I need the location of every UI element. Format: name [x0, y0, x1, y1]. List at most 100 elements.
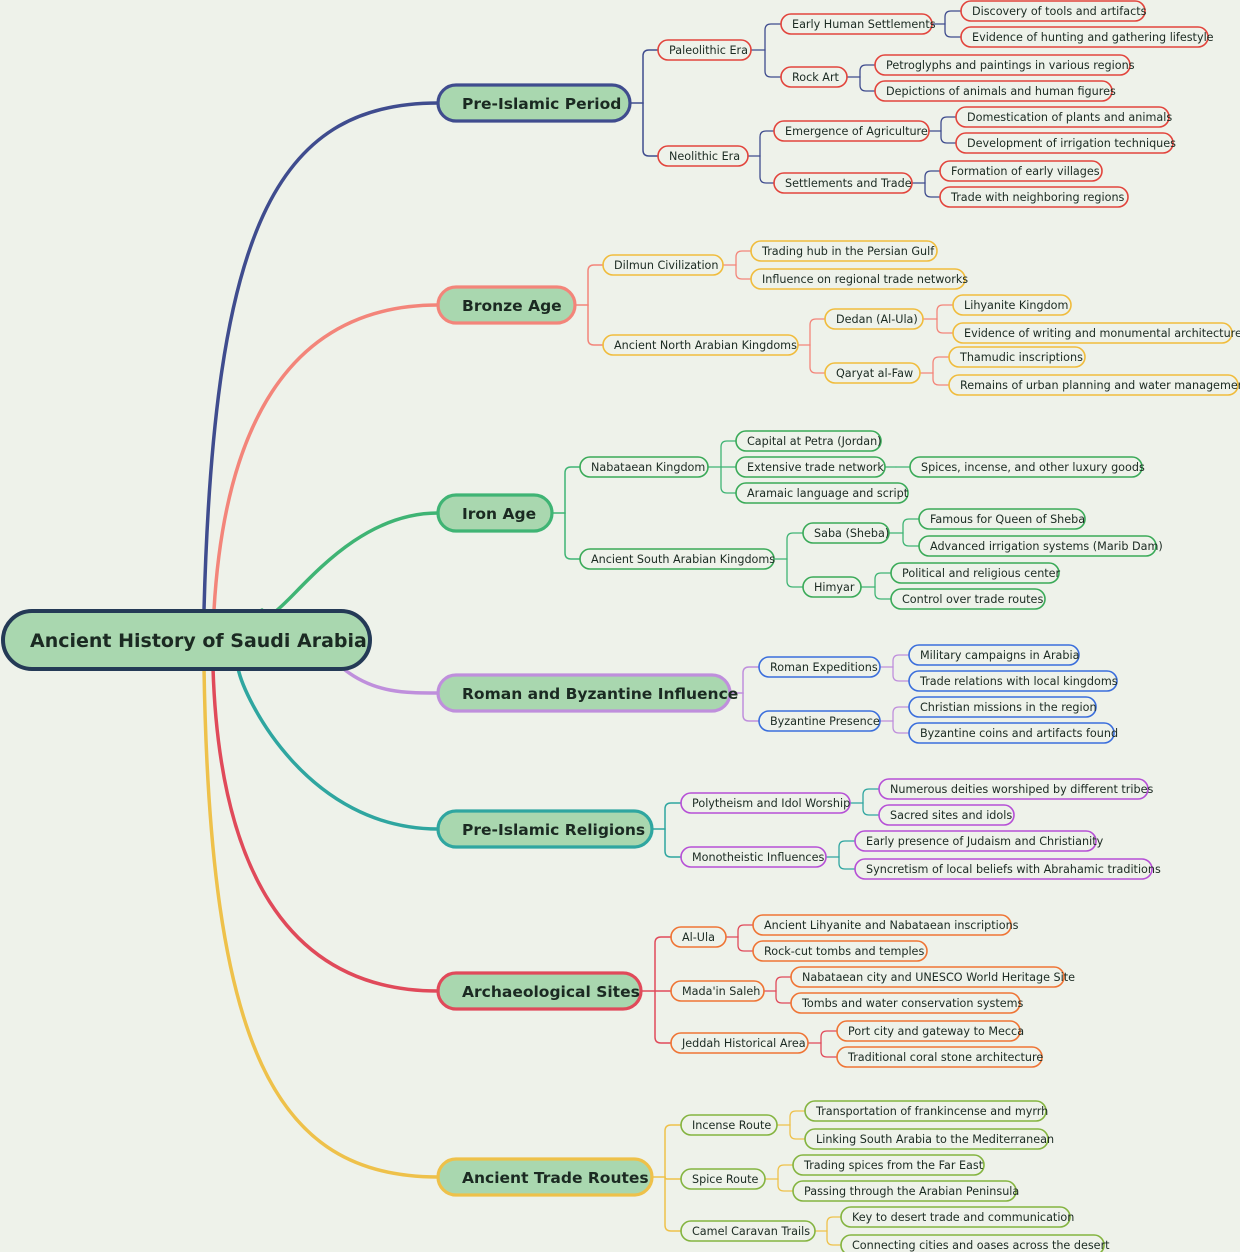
topic-political-and-religious-center[interactable]: Political and religious center: [890, 562, 1061, 584]
topic-lihyanite-kingdom[interactable]: Lihyanite Kingdom: [952, 294, 1072, 316]
topic-ancient-south-arabian-kingdoms-shape: [579, 548, 775, 570]
topic-remains-of-urban-planning-and-water-management[interactable]: Remains of urban planning and water mana…: [948, 374, 1240, 396]
topic-sacred-sites-and-idols-shape: [878, 804, 1015, 826]
topic-trading-hub-in-the-persian-gulf[interactable]: Trading hub in the Persian Gulf: [750, 240, 938, 262]
topic-syncretism-of-local-beliefs-with-abrahamic-traditions[interactable]: Syncretism of local beliefs with Abraham…: [854, 858, 1161, 880]
topic-sacred-sites-and-idols[interactable]: Sacred sites and idols: [878, 804, 1015, 826]
link-pre-islamic-period-1: [642, 102, 659, 157]
topic-evidence-of-writing-and-monumental-architecture[interactable]: Evidence of writing and monumental archi…: [952, 322, 1240, 344]
topic-incense-route[interactable]: Incense Route: [680, 1114, 778, 1136]
topic-dedan-al-ula[interactable]: Dedan (Al-Ula): [824, 308, 924, 330]
branch-iron-age-shape: [436, 493, 554, 533]
topic-early-human-settlements[interactable]: Early Human Settlements: [780, 13, 936, 35]
topic-byzantine-presence[interactable]: Byzantine Presence: [758, 710, 881, 732]
topic-petroglyphs-and-paintings-in-various-regions[interactable]: Petroglyphs and paintings in various reg…: [874, 54, 1135, 76]
topic-capital-at-petra-jordan[interactable]: Capital at Petra (Jordan): [735, 430, 882, 452]
topic-nabataean-city-and-unesco-world-heritage-site[interactable]: Nabataean city and UNESCO World Heritage…: [790, 966, 1075, 988]
topic-famous-for-queen-of-sheba[interactable]: Famous for Queen of Sheba: [918, 508, 1086, 530]
topic-byzantine-coins-and-artifacts-found[interactable]: Byzantine coins and artifacts found: [908, 722, 1118, 744]
branch-pre-islamic-period-shape: [436, 83, 632, 123]
topic-trade-with-neighboring-regions[interactable]: Trade with neighboring regions: [939, 186, 1129, 208]
branch-pre-islamic-religions[interactable]: Pre-Islamic Religions: [436, 809, 654, 849]
topic-ancient-south-arabian-kingdoms[interactable]: Ancient South Arabian Kingdoms: [579, 548, 775, 570]
topic-discovery-of-tools-and-artifacts[interactable]: Discovery of tools and artifacts: [960, 0, 1147, 22]
topic-qaryat-al-faw[interactable]: Qaryat al-Faw: [824, 362, 921, 384]
link-monotheistic-influences-1: [838, 856, 856, 870]
root-topic[interactable]: Ancient History of Saudi Arabia: [1, 609, 372, 671]
topic-rock-art[interactable]: Rock Art: [780, 66, 848, 88]
branch-ancient-trade-routes[interactable]: Ancient Trade Routes: [436, 1157, 654, 1197]
link-byzantine-presence-0: [892, 706, 910, 722]
topic-neolithic-era[interactable]: Neolithic Era: [657, 145, 749, 167]
topic-traditional-coral-stone-architecture[interactable]: Traditional coral stone architecture: [836, 1046, 1043, 1068]
link-settlements-and-trade-1: [924, 182, 941, 198]
topic-christian-missions-in-the-region[interactable]: Christian missions in the region: [908, 696, 1097, 718]
topic-extensive-trade-network[interactable]: Extensive trade network: [735, 456, 886, 478]
topic-port-city-and-gateway-to-mecca-label: Port city and gateway to Mecca: [848, 1025, 1024, 1038]
topic-settlements-and-trade[interactable]: Settlements and Trade: [773, 172, 913, 194]
topic-monotheistic-influences[interactable]: Monotheistic Influences: [680, 846, 827, 868]
branch-archaeological-sites[interactable]: Archaeological Sites: [436, 971, 643, 1011]
topic-tombs-and-water-conservation-systems-label: Tombs and water conservation systems: [801, 997, 1023, 1010]
topic-transportation-of-frankincense-and-myrrh[interactable]: Transportation of frankincense and myrrh: [804, 1100, 1048, 1122]
topic-evidence-of-hunting-and-gathering-lifestyle[interactable]: Evidence of hunting and gathering lifest…: [960, 26, 1214, 48]
topic-domestication-of-plants-and-animals[interactable]: Domestication of plants and animals: [955, 106, 1172, 128]
topic-advanced-irrigation-systems-marib-dam[interactable]: Advanced irrigation systems (Marib Dam): [918, 535, 1163, 557]
topic-polytheism-and-idol-worship[interactable]: Polytheism and Idol Worship: [680, 792, 851, 814]
topic-emergence-of-agriculture[interactable]: Emergence of Agriculture: [773, 120, 930, 142]
topic-emergence-of-agriculture-label: Emergence of Agriculture: [785, 125, 928, 138]
topic-domestication-of-plants-and-animals-label: Domestication of plants and animals: [967, 111, 1172, 124]
topic-spices-incense-and-other-luxury-goods-label: Spices, incense, and other luxury goods: [921, 461, 1145, 474]
topic-dedan-al-ula-shape: [824, 308, 924, 330]
topic-nabataean-kingdom[interactable]: Nabataean Kingdom: [579, 456, 709, 478]
topic-spice-route[interactable]: Spice Route: [680, 1168, 766, 1190]
topic-mada-in-saleh[interactable]: Mada'in Saleh: [670, 980, 765, 1002]
topic-control-over-trade-routes[interactable]: Control over trade routes: [890, 588, 1046, 610]
topic-trading-spices-from-the-far-east[interactable]: Trading spices from the Far East: [792, 1154, 985, 1176]
topic-jeddah-historical-area[interactable]: Jeddah Historical Area: [670, 1032, 809, 1054]
topic-dilmun-civilization[interactable]: Dilmun Civilization: [602, 254, 724, 276]
topic-ancient-north-arabian-kingdoms[interactable]: Ancient North Arabian Kingdoms: [602, 334, 799, 356]
topic-connecting-cities-and-oases-across-the-desert[interactable]: Connecting cities and oases across the d…: [840, 1234, 1110, 1252]
topic-linking-south-arabia-to-the-mediterranean[interactable]: Linking South Arabia to the Mediterranea…: [804, 1128, 1054, 1150]
topic-al-ula[interactable]: Al-Ula: [670, 926, 727, 948]
topic-nabataean-city-and-unesco-world-heritage-site-shape: [790, 966, 1065, 988]
topic-roman-expeditions[interactable]: Roman Expeditions: [758, 656, 881, 678]
topic-camel-caravan-trails[interactable]: Camel Caravan Trails: [680, 1220, 816, 1242]
topic-formation-of-early-villages[interactable]: Formation of early villages: [939, 160, 1103, 182]
branch-bronze-age[interactable]: Bronze Age: [436, 285, 577, 325]
topic-trade-relations-with-local-kingdoms[interactable]: Trade relations with local kingdoms: [908, 670, 1118, 692]
topic-mada-in-saleh-shape: [670, 980, 765, 1002]
branch-bronze-age-label: Bronze Age: [462, 297, 562, 315]
topic-saba-sheba[interactable]: Saba (Sheba): [802, 522, 890, 544]
topic-sacred-sites-and-idols-label: Sacred sites and idols: [890, 809, 1012, 822]
topic-port-city-and-gateway-to-mecca[interactable]: Port city and gateway to Mecca: [836, 1020, 1024, 1042]
topic-military-campaigns-in-arabia[interactable]: Military campaigns in Arabia: [908, 644, 1080, 666]
topic-early-presence-of-judaism-and-christianity[interactable]: Early presence of Judaism and Christiani…: [854, 830, 1104, 852]
link-pre-islamic-religions-1: [664, 828, 682, 858]
topic-numerous-deities-worshiped-by-different-tribes[interactable]: Numerous deities worshiped by different …: [878, 778, 1153, 800]
topic-aramaic-language-and-script[interactable]: Aramaic language and script: [735, 482, 909, 504]
topic-development-of-irrigation-techniques[interactable]: Development of irrigation techniques: [955, 132, 1176, 154]
branch-iron-age[interactable]: Iron Age: [436, 493, 554, 533]
topic-ancient-north-arabian-kingdoms-shape: [602, 334, 799, 356]
topic-key-to-desert-trade-and-communication[interactable]: Key to desert trade and communication: [840, 1206, 1074, 1228]
topic-influence-on-regional-trade-networks[interactable]: Influence on regional trade networks: [750, 268, 968, 290]
branch-ancient-trade-routes-label: Ancient Trade Routes: [462, 1169, 649, 1187]
topic-passing-through-the-arabian-peninsula[interactable]: Passing through the Arabian Peninsula: [792, 1180, 1019, 1202]
topic-ancient-lihyanite-and-nabataean-inscriptions[interactable]: Ancient Lihyanite and Nabataean inscript…: [752, 914, 1019, 936]
link-spice-route-0: [777, 1164, 794, 1180]
topic-thamudic-inscriptions[interactable]: Thamudic inscriptions: [948, 346, 1086, 368]
branch-roman-and-byzantine-influence[interactable]: Roman and Byzantine Influence: [436, 673, 738, 713]
topic-depictions-of-animals-and-human-figures[interactable]: Depictions of animals and human figures: [874, 80, 1116, 102]
topic-saba-sheba-shape: [802, 522, 890, 544]
topic-tombs-and-water-conservation-systems[interactable]: Tombs and water conservation systems: [790, 992, 1023, 1014]
link-saba-sheba-0: [902, 518, 920, 534]
topic-ancient-lihyanite-and-nabataean-inscriptions-label: Ancient Lihyanite and Nabataean inscript…: [764, 919, 1019, 932]
branch-pre-islamic-period[interactable]: Pre-Islamic Period: [436, 83, 632, 123]
topic-spices-incense-and-other-luxury-goods[interactable]: Spices, incense, and other luxury goods: [909, 456, 1145, 478]
topic-himyar[interactable]: Himyar: [802, 576, 862, 598]
topic-paleolithic-era[interactable]: Paleolithic Era: [657, 39, 752, 61]
topic-rock-cut-tombs-and-temples[interactable]: Rock-cut tombs and temples: [752, 940, 928, 962]
link-dilmun-civilization-0: [735, 250, 752, 266]
